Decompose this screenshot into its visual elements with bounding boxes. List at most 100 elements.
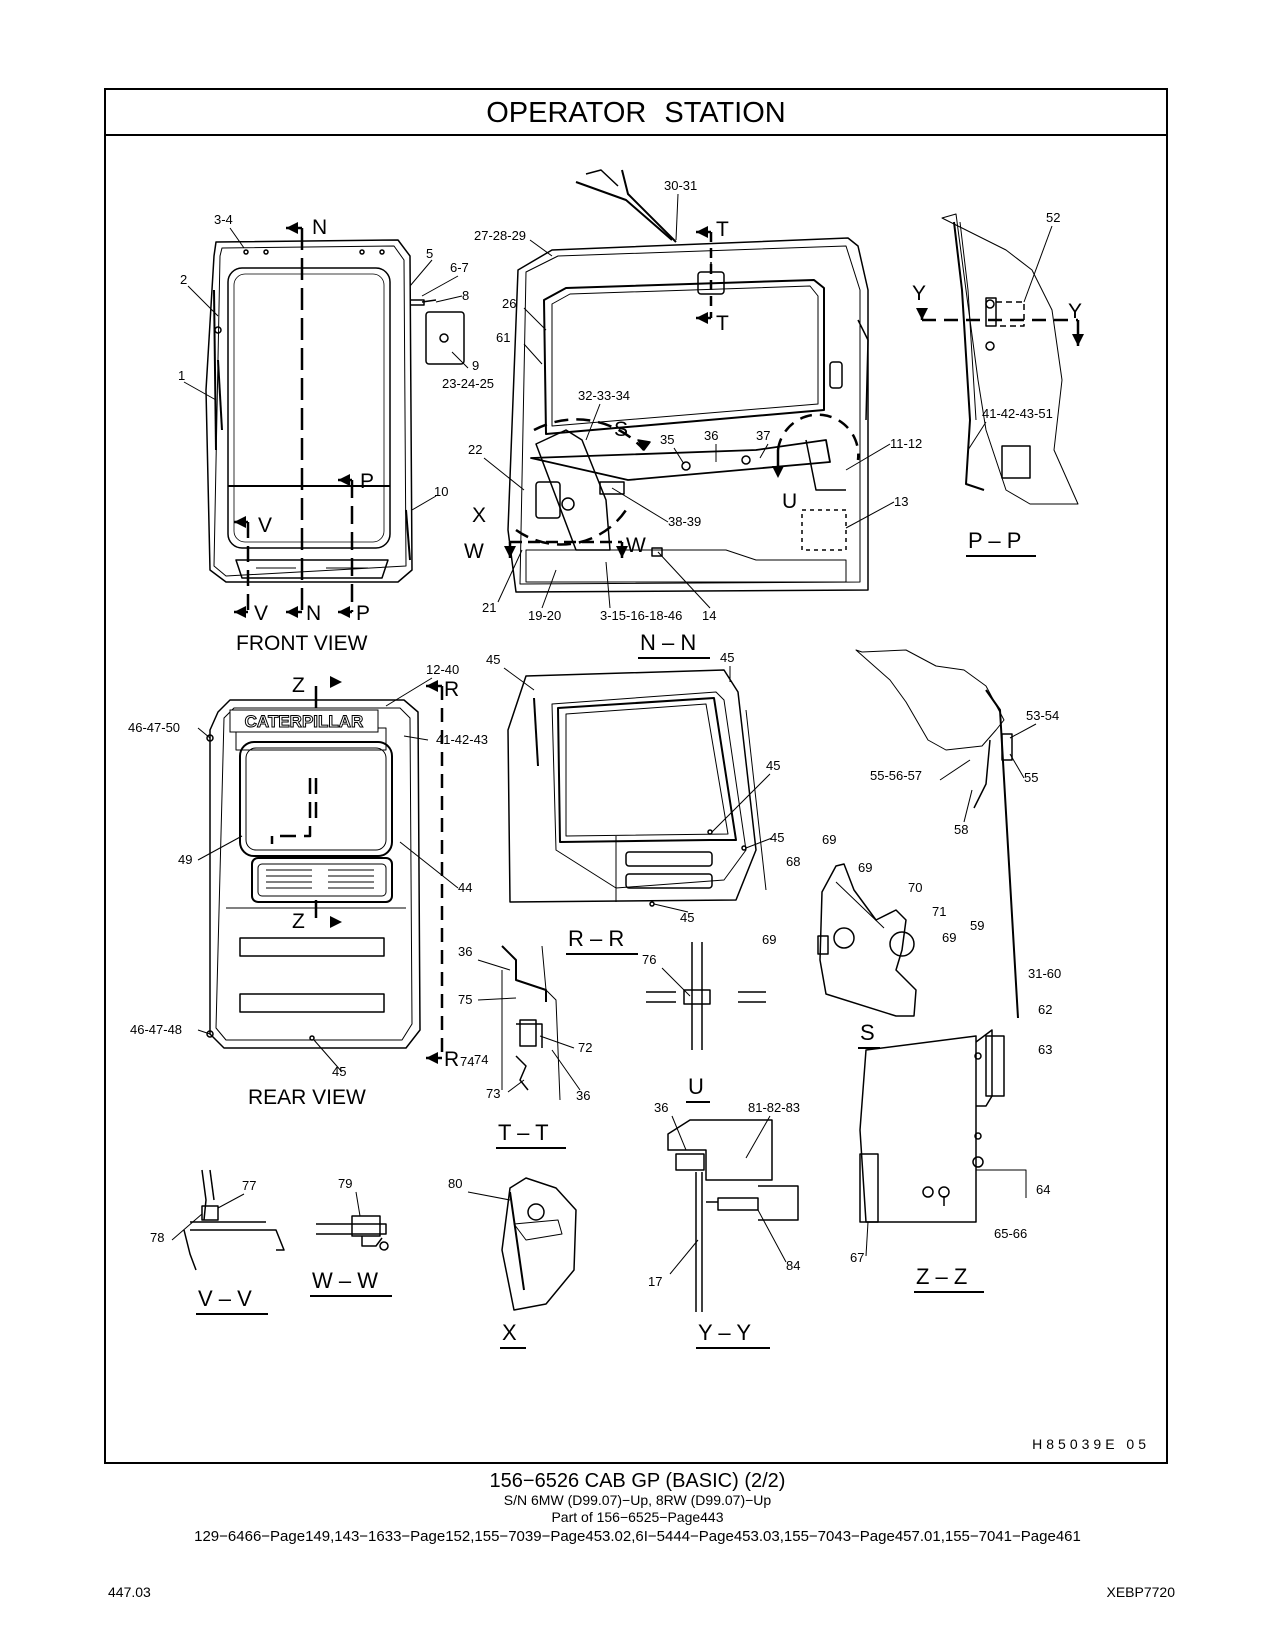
callout: 69 xyxy=(822,832,836,847)
callout: 41-42-43 xyxy=(436,732,488,747)
callout: 58 xyxy=(954,822,968,837)
section-marker: V xyxy=(258,514,272,537)
section-marker: S xyxy=(614,418,628,441)
callout: 78 xyxy=(150,1230,164,1245)
part-title: 156−6526 CAB GP (BASIC) (2/2) xyxy=(489,1470,786,1492)
callout: 62 xyxy=(1038,1002,1052,1017)
callout: 26 xyxy=(502,296,516,311)
callout: 77 xyxy=(242,1178,256,1193)
callout: 8 xyxy=(462,288,469,303)
callout: 19-20 xyxy=(528,608,561,623)
callout: 10 xyxy=(434,484,448,499)
callout: 74 xyxy=(474,1052,488,1067)
callout: 9 xyxy=(472,358,479,373)
callout: 45 xyxy=(486,652,500,667)
callout: 76 xyxy=(642,952,656,967)
callout: 45 xyxy=(680,910,694,925)
figure-code: H85039E 05 xyxy=(1032,1436,1150,1452)
callout: 45 xyxy=(766,758,780,773)
section-marker: N xyxy=(312,216,327,239)
callout: 79 xyxy=(338,1176,352,1191)
section-marker: N xyxy=(306,602,321,625)
caterpillar-logo: CATERPILLAR xyxy=(229,709,379,733)
callout: 12-40 xyxy=(426,662,459,677)
view-label-ww: W – W xyxy=(312,1268,378,1293)
callout: 52 xyxy=(1046,210,1060,225)
view-label-front: FRONT VIEW xyxy=(236,632,368,655)
callout: 69 xyxy=(762,932,776,947)
callout: 46-47-48 xyxy=(130,1022,182,1037)
section-marker: Y xyxy=(912,282,926,305)
view-label-u: U xyxy=(688,1074,704,1099)
view-label-x: X xyxy=(502,1320,517,1345)
diagram-frame: OPERATOR STATION xyxy=(104,88,1168,1464)
section-marker: X xyxy=(472,504,486,527)
section-marker: R xyxy=(444,1048,459,1071)
callout: 14 xyxy=(702,608,716,623)
section-marker: T xyxy=(716,312,729,335)
callout: 44 xyxy=(458,880,472,895)
callout: 35 xyxy=(660,432,674,447)
view-label-nn: N – N xyxy=(640,630,696,655)
view-label-yy: Y – Y xyxy=(698,1320,751,1345)
serial-range: S/N 6MW (D99.07)−Up, 8RW (D99.07)−Up xyxy=(503,1492,772,1508)
callout: 45 xyxy=(770,830,784,845)
callout: 36 xyxy=(654,1100,668,1115)
callout: 31-60 xyxy=(1028,966,1061,981)
callout: 11-12 xyxy=(890,436,922,451)
callout: 36 xyxy=(458,944,472,959)
callout: 6-7 xyxy=(450,260,469,275)
callout: 37 xyxy=(756,428,770,443)
callout: 65-66 xyxy=(994,1226,1027,1241)
section-marker: Y xyxy=(1068,300,1082,323)
callout: 21 xyxy=(482,600,496,615)
callout: 63 xyxy=(1038,1042,1052,1057)
callout: 81-82-83 xyxy=(748,1100,800,1115)
callout: 70 xyxy=(908,880,922,895)
callout: 23-24-25 xyxy=(442,376,494,391)
callout: 5 xyxy=(426,246,433,261)
view-label-s: S xyxy=(860,1020,875,1045)
page-number: 447.03 xyxy=(108,1584,151,1600)
callout: 55 xyxy=(1024,770,1038,785)
callout: 30-31 xyxy=(664,178,697,193)
callout: 61 xyxy=(496,330,510,345)
callout: 38-39 xyxy=(668,514,701,529)
cross-references: 129−6466−Page149,143−1633−Page152,155−70… xyxy=(194,1528,1081,1545)
callout: 32-33-34 xyxy=(578,388,630,403)
front-view-drawing xyxy=(205,226,465,614)
callout: 41-42-43-51 xyxy=(982,406,1053,421)
section-marker: Z xyxy=(292,674,305,697)
section-marker: W xyxy=(626,534,646,557)
section-vv-drawing xyxy=(183,1169,285,1271)
section-marker: U xyxy=(782,490,797,513)
document-number: XEBP7720 xyxy=(1106,1584,1176,1600)
callout: 13 xyxy=(894,494,908,509)
callout: 75 xyxy=(458,992,472,1007)
section-marker: P xyxy=(360,470,374,493)
callout: 64 xyxy=(1036,1182,1050,1197)
page-title: OPERATOR STATION xyxy=(106,90,1166,136)
section-rr-drawing xyxy=(507,669,767,907)
callout: 49 xyxy=(178,852,192,867)
callout: 36 xyxy=(704,428,718,443)
view-label-rear: REAR VIEW xyxy=(248,1086,366,1109)
callout: 46-47-50 xyxy=(128,720,180,735)
view-label-rr: R – R xyxy=(568,926,624,951)
callout: 36 xyxy=(576,1088,590,1103)
section-zz-drawing xyxy=(855,649,1027,1223)
view-label-pp: P – P xyxy=(968,528,1021,553)
callout: 72 xyxy=(578,1040,592,1055)
callout: 1 xyxy=(178,368,185,383)
callout: 27-28-29 xyxy=(474,228,526,243)
rear-view-drawing xyxy=(206,684,444,1060)
callout: 55-56-57 xyxy=(870,768,922,783)
callout: 45 xyxy=(720,650,734,665)
callout: 84 xyxy=(786,1258,800,1273)
callout: 73 xyxy=(486,1086,500,1101)
callout: 53-54 xyxy=(1026,708,1059,723)
section-yy-drawing xyxy=(667,1119,799,1312)
callout: 71 xyxy=(932,904,946,919)
section-x-drawing xyxy=(501,1177,577,1311)
callout: 69 xyxy=(942,930,956,945)
